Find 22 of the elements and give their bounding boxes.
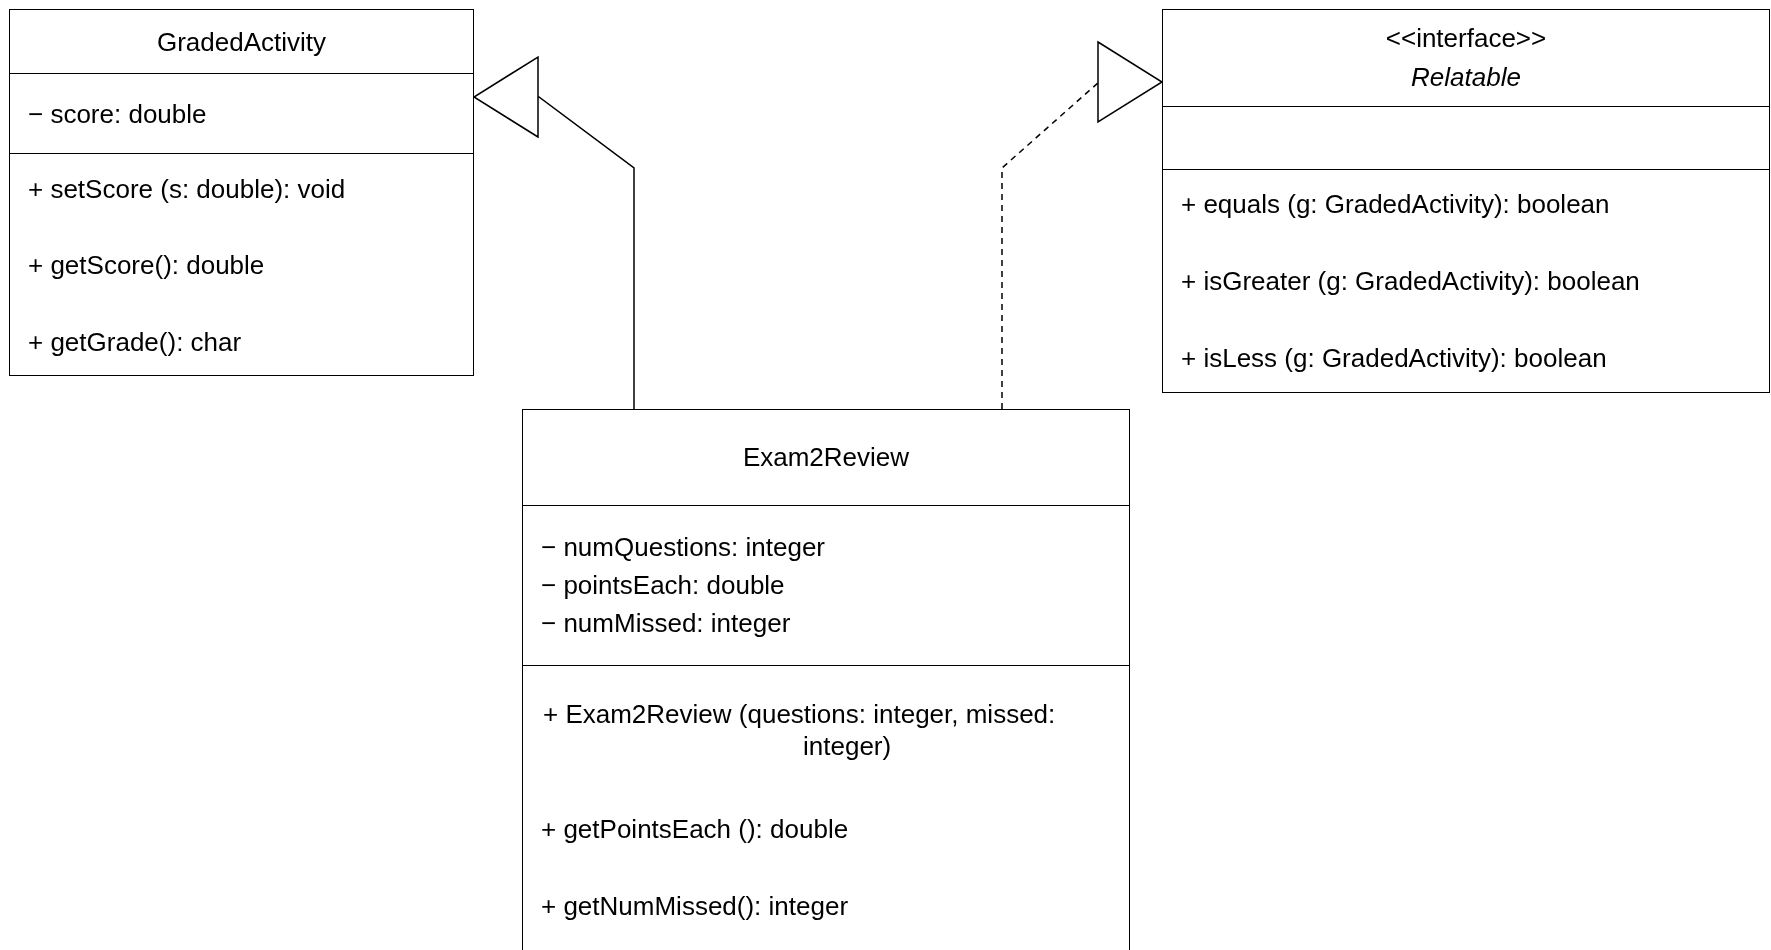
stereotype-label: <<interface>> [1384,21,1548,54]
member-text: + getNumMissed(): integer [541,889,849,922]
member-text: + equals (g: GradedActivity): boolean [1181,187,1610,220]
class-name: Relatable [1410,60,1522,93]
member-text: + setScore (s: double): void [28,172,346,205]
class-box [9,9,474,376]
member-text: + isLess (g: GradedActivity): boolean [1181,341,1607,374]
member-text: − numQuestions: integer [541,530,825,563]
member-text: − numMissed: integer [541,606,791,639]
member-text: + getScore(): double [28,248,265,281]
method-text: + Exam2Review (questions: integer, missed: integer) [543,697,1057,762]
member-text: + getPointsEach (): double [541,812,849,845]
inheritance-arrow [473,56,635,410]
member-text: + getGrade(): char [28,325,242,358]
realization-arrow [1001,41,1163,410]
class-box [1162,9,1770,393]
class-box [522,409,1130,950]
class-name: GradedActivity [155,25,328,58]
class-name: Exam2Review [741,440,911,473]
member-text: − pointsEach: double [541,568,785,601]
member-text: − score: double [28,97,207,130]
member-text: + isGreater (g: GradedActivity): boolean [1181,264,1640,297]
